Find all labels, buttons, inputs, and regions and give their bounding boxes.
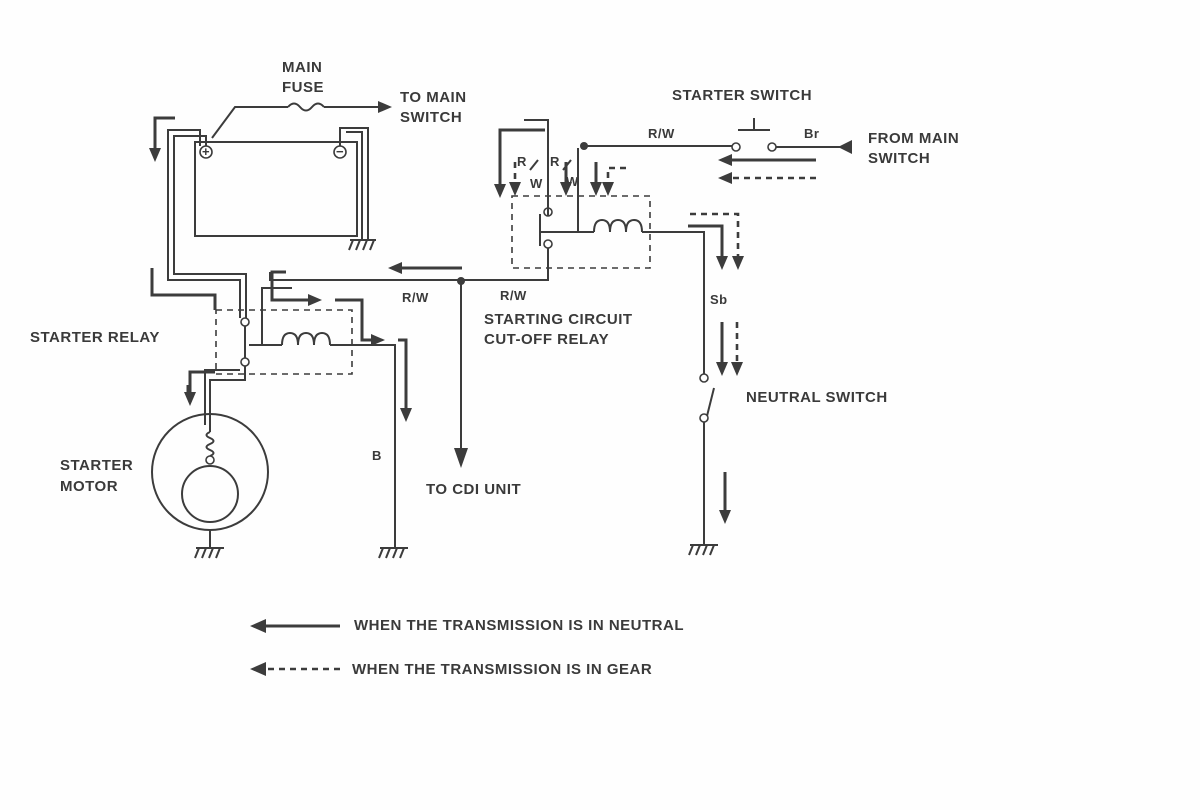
main-fuse xyxy=(211,101,392,139)
label-starter-relay: STARTER RELAY xyxy=(30,329,160,346)
starter-relay-housing xyxy=(215,309,353,375)
battery-positive-cable xyxy=(167,129,247,318)
rw-coil-feed xyxy=(269,248,549,281)
wire-code-rw-mid-right: R/W xyxy=(500,288,527,303)
label-main-fuse-line2: FUSE xyxy=(282,79,324,96)
starter-motor xyxy=(151,413,269,559)
label-cutoff-relay-line1: STARTING CIRCUIT xyxy=(484,311,633,328)
label-from-main-switch-line2: SWITCH xyxy=(868,150,930,167)
starter-relay-ground-wire xyxy=(330,344,396,548)
wire-code-b: B xyxy=(372,448,382,463)
wire-code-w2: W xyxy=(566,174,579,189)
battery: + − xyxy=(194,127,376,251)
label-to-main-switch-line1: TO MAIN xyxy=(400,89,467,106)
label-to-cdi-unit: TO CDI UNIT xyxy=(426,481,521,498)
battery-plus-sign: + xyxy=(202,144,210,159)
starter-motor-field-coil xyxy=(205,431,215,457)
wire-code-r2: R xyxy=(550,154,560,169)
neutral-switch xyxy=(688,373,718,556)
battery-minus-sign: − xyxy=(336,144,344,159)
wire-code-rw-mid-left: R/W xyxy=(402,290,429,305)
label-starter-motor-line2: MOTOR xyxy=(60,478,118,495)
fuse-element xyxy=(287,102,325,112)
legend-in-gear-text: WHEN THE TRANSMISSION IS IN GEAR xyxy=(352,661,652,678)
ground-symbol-relay xyxy=(378,547,408,559)
battery-negative-lead xyxy=(339,127,369,240)
label-starter-switch: STARTER SWITCH xyxy=(672,87,812,104)
starter-relay xyxy=(215,309,396,548)
wire-code-rw-top: R/W xyxy=(648,126,675,141)
label-cutoff-relay-line2: CUT-OFF RELAY xyxy=(484,331,609,348)
label-to-main-switch-line2: SWITCH xyxy=(400,109,462,126)
label-neutral-switch: NEUTRAL SWITCH xyxy=(746,389,888,406)
legend-neutral-text: WHEN THE TRANSMISSION IS IN NEUTRAL xyxy=(354,617,684,634)
wire-code-r1: R xyxy=(517,154,527,169)
cutoff-relay-housing xyxy=(511,195,651,269)
wire-code-sb: Sb xyxy=(710,292,728,307)
wire-code-br: Br xyxy=(804,126,819,141)
cutoff-relay-coil xyxy=(593,218,643,233)
starter-motor-armature xyxy=(181,465,239,523)
label-from-main-switch-line1: FROM MAIN xyxy=(868,130,959,147)
label-starter-motor-line1: STARTER xyxy=(60,457,133,474)
legend: WHEN THE TRANSMISSION IS IN NEUTRAL WHEN… xyxy=(250,617,684,678)
starter-relay-coil xyxy=(281,331,331,346)
sb-wire xyxy=(642,231,705,375)
ground-symbol-battery xyxy=(348,239,376,251)
ground-symbol-motor xyxy=(194,547,224,559)
starter-switch xyxy=(731,118,852,154)
ground-symbol-neutral xyxy=(688,544,718,556)
label-main-fuse-line1: MAIN xyxy=(282,59,322,76)
wire-code-w1: W xyxy=(530,176,543,191)
